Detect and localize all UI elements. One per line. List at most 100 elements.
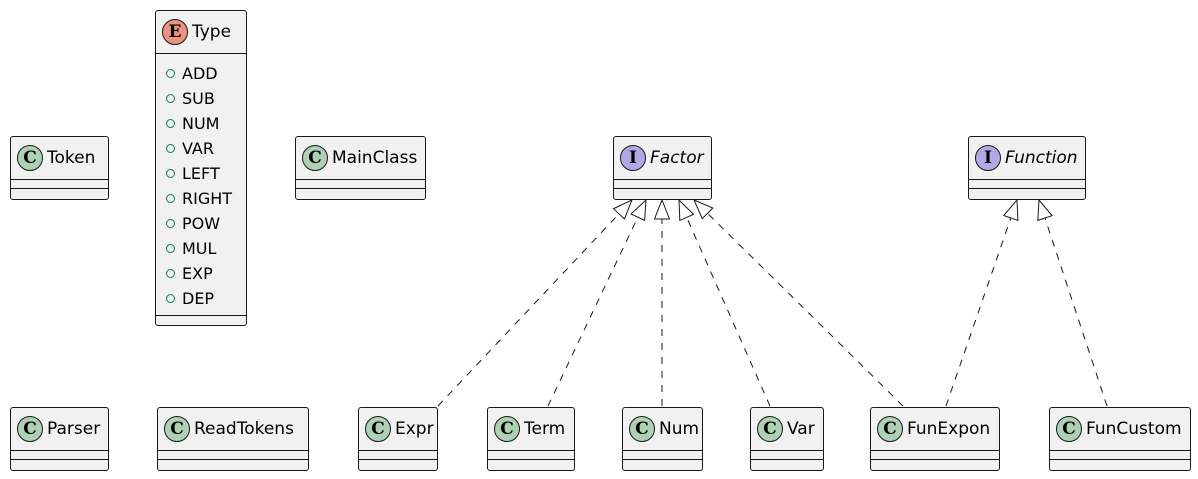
section-divider: [488, 459, 574, 460]
realization-edge-term-factor: [547, 198, 647, 407]
section-divider: [11, 459, 108, 460]
section-divider: [359, 450, 437, 451]
section-divider: [11, 188, 108, 189]
dashed-line: [707, 212, 904, 407]
realization-edge-funexpon-factor: [693, 199, 904, 407]
relations-layer: [437, 198, 1108, 407]
hollow-arrowhead: [612, 199, 633, 220]
dashed-line: [437, 213, 620, 407]
class-name: Term: [524, 419, 566, 439]
section-divider: [614, 188, 711, 189]
enum-member: MUL: [156, 236, 246, 261]
hollow-arrowhead: [693, 199, 714, 220]
realization-edge-funcustom-function: [1037, 198, 1108, 407]
fields-section: [296, 180, 425, 188]
hollow-arrowhead: [630, 198, 647, 222]
fields-section: [751, 451, 823, 459]
public-visibility-icon: [166, 269, 175, 278]
enum-member-name: NUM: [182, 114, 220, 133]
section-divider: [1050, 450, 1190, 451]
class-stereotype-icon: C: [302, 145, 328, 171]
section-divider: [871, 450, 999, 451]
enum-member-name: LEFT: [182, 164, 220, 183]
hollow-arrowhead: [678, 198, 695, 222]
section-divider: [623, 450, 702, 451]
fields-section: [623, 451, 702, 459]
enum-member: RIGHT: [156, 186, 246, 211]
hollow-arrowhead: [1002, 198, 1019, 222]
public-visibility-icon: [166, 294, 175, 303]
enum-member: NUM: [156, 111, 246, 136]
enum-member-name: POW: [182, 214, 221, 233]
section-divider: [296, 179, 425, 180]
class-stereotype-icon: C: [629, 416, 655, 442]
section-divider: [969, 179, 1085, 180]
section-divider: [623, 459, 702, 460]
fields-section: [158, 451, 308, 459]
class-stereotype-icon: C: [1056, 416, 1082, 442]
section-divider: [751, 450, 823, 451]
interface-stereotype-icon: I: [975, 145, 1001, 171]
public-visibility-icon: [166, 69, 175, 78]
dashed-line: [686, 217, 771, 407]
enum-member-name: DEP: [182, 289, 215, 308]
class-name: Type: [192, 22, 232, 42]
fields-section: [359, 451, 437, 459]
class-name: Function: [1005, 148, 1078, 168]
enum-member: POW: [156, 211, 246, 236]
class-stereotype-icon: C: [17, 145, 43, 171]
dashed-line: [1044, 217, 1108, 407]
class-name: MainClass: [332, 148, 418, 168]
class-stereotype-icon: C: [365, 416, 391, 442]
class-stereotype-icon: C: [757, 416, 783, 442]
section-divider: [11, 450, 108, 451]
section-divider: [156, 315, 246, 316]
class-name: ReadTokens: [194, 419, 294, 439]
enum-member: DEP: [156, 286, 246, 311]
fields-section: [1050, 451, 1190, 459]
class-stereotype-icon: C: [164, 416, 190, 442]
class-stereotype-icon: C: [17, 416, 43, 442]
public-visibility-icon: [166, 144, 175, 153]
realization-edge-expr-factor: [437, 199, 633, 407]
public-visibility-icon: [166, 219, 175, 228]
fields-section: [871, 451, 999, 459]
class-name: Token: [47, 148, 96, 168]
realization-edge-funexpon-function: [945, 198, 1019, 407]
section-divider: [156, 53, 246, 54]
section-divider: [488, 450, 574, 451]
class-name: Factor: [650, 148, 704, 168]
class-stereotype-icon: C: [494, 416, 520, 442]
realization-edge-num-factor: [653, 198, 671, 406]
hollow-arrowhead: [653, 198, 671, 220]
section-divider: [158, 450, 308, 451]
section-divider: [614, 179, 711, 180]
section-divider: [1050, 459, 1190, 460]
enum-member-name: MUL: [182, 239, 217, 258]
dashed-line: [945, 217, 1012, 407]
enum-member: LEFT: [156, 161, 246, 186]
